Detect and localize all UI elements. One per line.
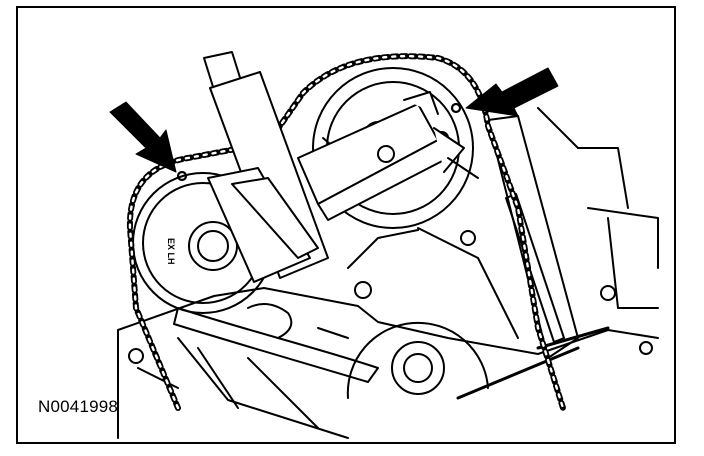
block-bolt-hole <box>128 348 144 364</box>
timing-chain-illustration: EX LH <box>109 51 659 439</box>
timing-chain <box>126 53 566 411</box>
camshaft-alignment-tool <box>203 51 479 283</box>
figure-id-label: N0041998 <box>38 397 119 416</box>
block-bolt-hole <box>460 230 476 246</box>
block-bolt-hole <box>600 285 616 301</box>
crankshaft-sprocket <box>346 321 489 399</box>
diagram-frame: EX LH <box>16 6 676 444</box>
alignment-pin-markers <box>176 102 462 182</box>
right-pointer-arrow <box>465 67 559 117</box>
chain-guide-right <box>487 115 579 359</box>
chain-tensioner-arm <box>173 303 379 383</box>
engine-block-outline <box>117 107 659 439</box>
block-bolt-hole <box>639 341 653 355</box>
block-bolt-hole <box>354 281 372 299</box>
exhaust-pin-hole <box>176 170 188 182</box>
pointer-arrows <box>109 67 559 173</box>
left-pointer-arrow <box>109 101 177 173</box>
gear-marking-label: EX LH <box>166 238 176 265</box>
intake-pin-hole <box>450 102 462 114</box>
